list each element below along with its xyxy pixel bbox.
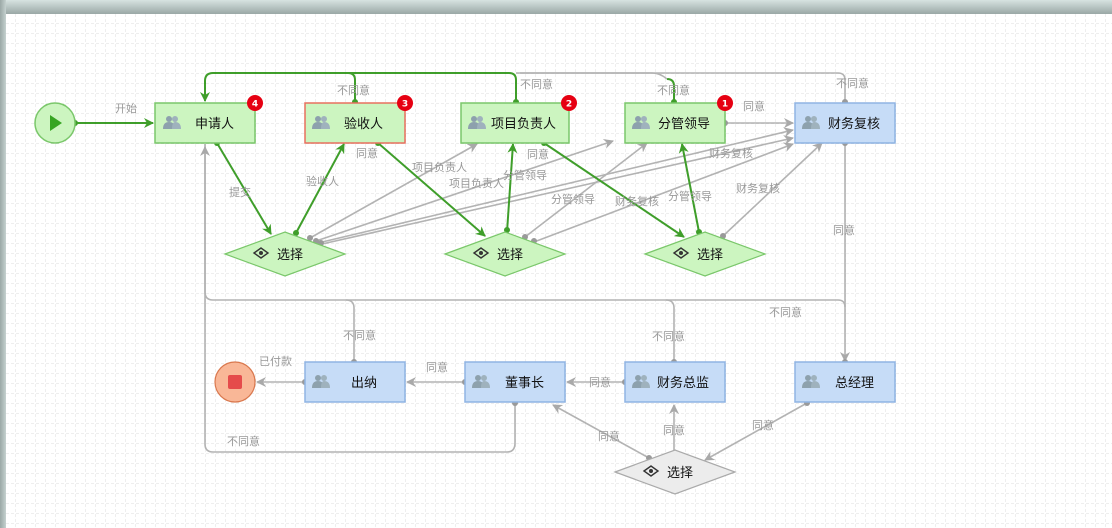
stop-icon xyxy=(228,375,242,389)
task-project-lead[interactable]: 项目负责人 2 xyxy=(460,95,577,144)
gateway-1[interactable]: 选择 xyxy=(223,231,347,277)
badge: 1 xyxy=(717,95,733,111)
edge-label-cashier-disagree: 不同意 xyxy=(343,328,376,342)
edge-label-g4-cfo: 同意 xyxy=(663,423,685,437)
window-left-bar xyxy=(0,0,6,528)
edge-g1-branch[interactable] xyxy=(315,139,614,242)
node-label: 验收人 xyxy=(344,116,383,132)
edge-g1-acceptor[interactable] xyxy=(295,143,345,234)
edge-g1-finance[interactable] xyxy=(317,127,794,244)
workflow-diagram: 开始 提交 验收人 项目负责人 项目负责人 分管领导 同意 不同意 分管领导 财… xyxy=(6,14,1112,528)
edge-cashier-disagree[interactable] xyxy=(345,299,355,362)
edge-label-cfo-disagree: 不同意 xyxy=(652,329,685,343)
node-label: 选择 xyxy=(697,248,723,263)
edge-g3-branch[interactable] xyxy=(678,143,700,233)
svg-text:3: 3 xyxy=(402,100,408,110)
node-label: 财务总监 xyxy=(657,375,709,391)
task-cashier[interactable]: 出纳 xyxy=(304,361,406,403)
edge-g1-finance2[interactable] xyxy=(321,135,794,245)
task-applicant[interactable]: 申请人 4 xyxy=(154,95,263,144)
edge-acceptor-disagree[interactable] xyxy=(200,72,356,102)
edge-label-branch-agree: 同意 xyxy=(743,99,765,113)
badge: 3 xyxy=(397,95,413,111)
edge-label-start: 开始 xyxy=(115,101,137,115)
edge-label-acceptor-disagree: 不同意 xyxy=(337,83,370,97)
edge-label-cashier-paid: 已付款 xyxy=(259,354,292,368)
edge-label-g1-acceptor: 验收人 xyxy=(306,174,339,188)
workflow-canvas[interactable]: 开始 提交 验收人 项目负责人 项目负责人 分管领导 同意 不同意 分管领导 财… xyxy=(6,14,1112,528)
edge-label-project-disagree: 不同意 xyxy=(520,77,553,91)
edge-g3-finance[interactable] xyxy=(722,142,823,237)
node-label: 总经理 xyxy=(835,376,874,391)
svg-text:4: 4 xyxy=(252,100,258,110)
edge-label-g1-finance: 财务复核 xyxy=(709,146,753,160)
badge: 4 xyxy=(247,95,263,111)
edge-label-g1-project2: 项目负责人 xyxy=(449,176,504,190)
node-label: 选择 xyxy=(667,466,693,481)
edge-label-chairman-disagree: 不同意 xyxy=(227,434,260,448)
edge-label-g1-branch: 分管领导 xyxy=(503,168,547,182)
edge-g2-project[interactable] xyxy=(506,143,518,233)
node-label: 财务复核 xyxy=(828,116,880,132)
edge-g4-chairman[interactable] xyxy=(552,404,650,459)
edge-label-submit: 提交 xyxy=(229,185,251,199)
edge-label-g2-branch: 分管领导 xyxy=(551,192,595,206)
node-label: 申请人 xyxy=(195,117,234,132)
edge-label-g1-project: 项目负责人 xyxy=(412,160,467,174)
task-chairman[interactable]: 董事长 xyxy=(464,361,566,403)
grid-background xyxy=(6,14,1112,528)
edge-cfo-disagree[interactable] xyxy=(665,299,675,362)
edge-label-g2-finance: 财务复核 xyxy=(615,194,659,208)
task-cfo[interactable]: 财务总监 xyxy=(624,361,726,403)
edge-label-finance-disagree: 不同意 xyxy=(836,76,869,90)
edge-label-cfo-agree: 同意 xyxy=(589,375,611,389)
play-icon xyxy=(50,115,62,131)
edge-label-g3-branch: 分管领导 xyxy=(668,189,712,203)
node-label: 项目负责人 xyxy=(491,117,556,132)
edge-label-gm-agree: 同意 xyxy=(752,418,774,432)
edge-project-disagree[interactable] xyxy=(348,72,517,102)
edge-label-acceptor-agree: 同意 xyxy=(356,146,378,160)
svg-text:2: 2 xyxy=(566,100,572,110)
start-node[interactable] xyxy=(34,102,76,144)
edge-gm-agree[interactable] xyxy=(704,402,808,461)
edge-label-chairman-agree: 同意 xyxy=(426,360,448,374)
task-branch-leader[interactable]: 分管领导 1 xyxy=(624,95,733,144)
node-label: 出纳 xyxy=(351,376,377,391)
gateway-2[interactable]: 选择 xyxy=(443,231,567,277)
svg-text:1: 1 xyxy=(722,100,728,110)
edge-chairman-disagree[interactable] xyxy=(204,300,516,453)
edge-label-project-agree: 同意 xyxy=(527,147,549,161)
end-node[interactable] xyxy=(214,361,256,403)
edge-submit[interactable] xyxy=(216,142,272,235)
node-label: 选择 xyxy=(497,248,523,263)
edge-g2-branch[interactable] xyxy=(524,142,648,238)
edge-label-branch-disagree: 不同意 xyxy=(657,83,690,97)
gateway-4[interactable]: 选择 xyxy=(613,449,737,495)
task-finance-review[interactable]: 财务复核 xyxy=(794,102,896,144)
edge-project-agree[interactable] xyxy=(543,142,685,238)
task-acceptor[interactable]: 验收人 3 xyxy=(304,95,413,144)
edge-label-g4-chairman: 同意 xyxy=(598,429,620,443)
node-label: 选择 xyxy=(277,248,303,263)
edge-g1-project[interactable] xyxy=(309,143,478,239)
badge: 2 xyxy=(561,95,577,111)
edge-label-finance-agree: 同意 xyxy=(833,223,855,237)
node-label: 董事长 xyxy=(505,376,544,391)
gateway-3[interactable]: 选择 xyxy=(643,231,767,277)
task-general-manager[interactable]: 总经理 xyxy=(794,361,896,403)
edge-finance-disagree[interactable] xyxy=(520,72,846,102)
edge-acceptor-agree[interactable] xyxy=(377,142,486,237)
edge-label-g3-finance: 财务复核 xyxy=(736,181,780,195)
window-top-bar xyxy=(0,0,1112,14)
edge-branch-disagree[interactable] xyxy=(666,78,675,102)
edge-label-gm-disagree: 不同意 xyxy=(769,305,802,319)
edge-g2-finance[interactable] xyxy=(533,142,794,243)
node-label: 分管领导 xyxy=(658,117,710,132)
